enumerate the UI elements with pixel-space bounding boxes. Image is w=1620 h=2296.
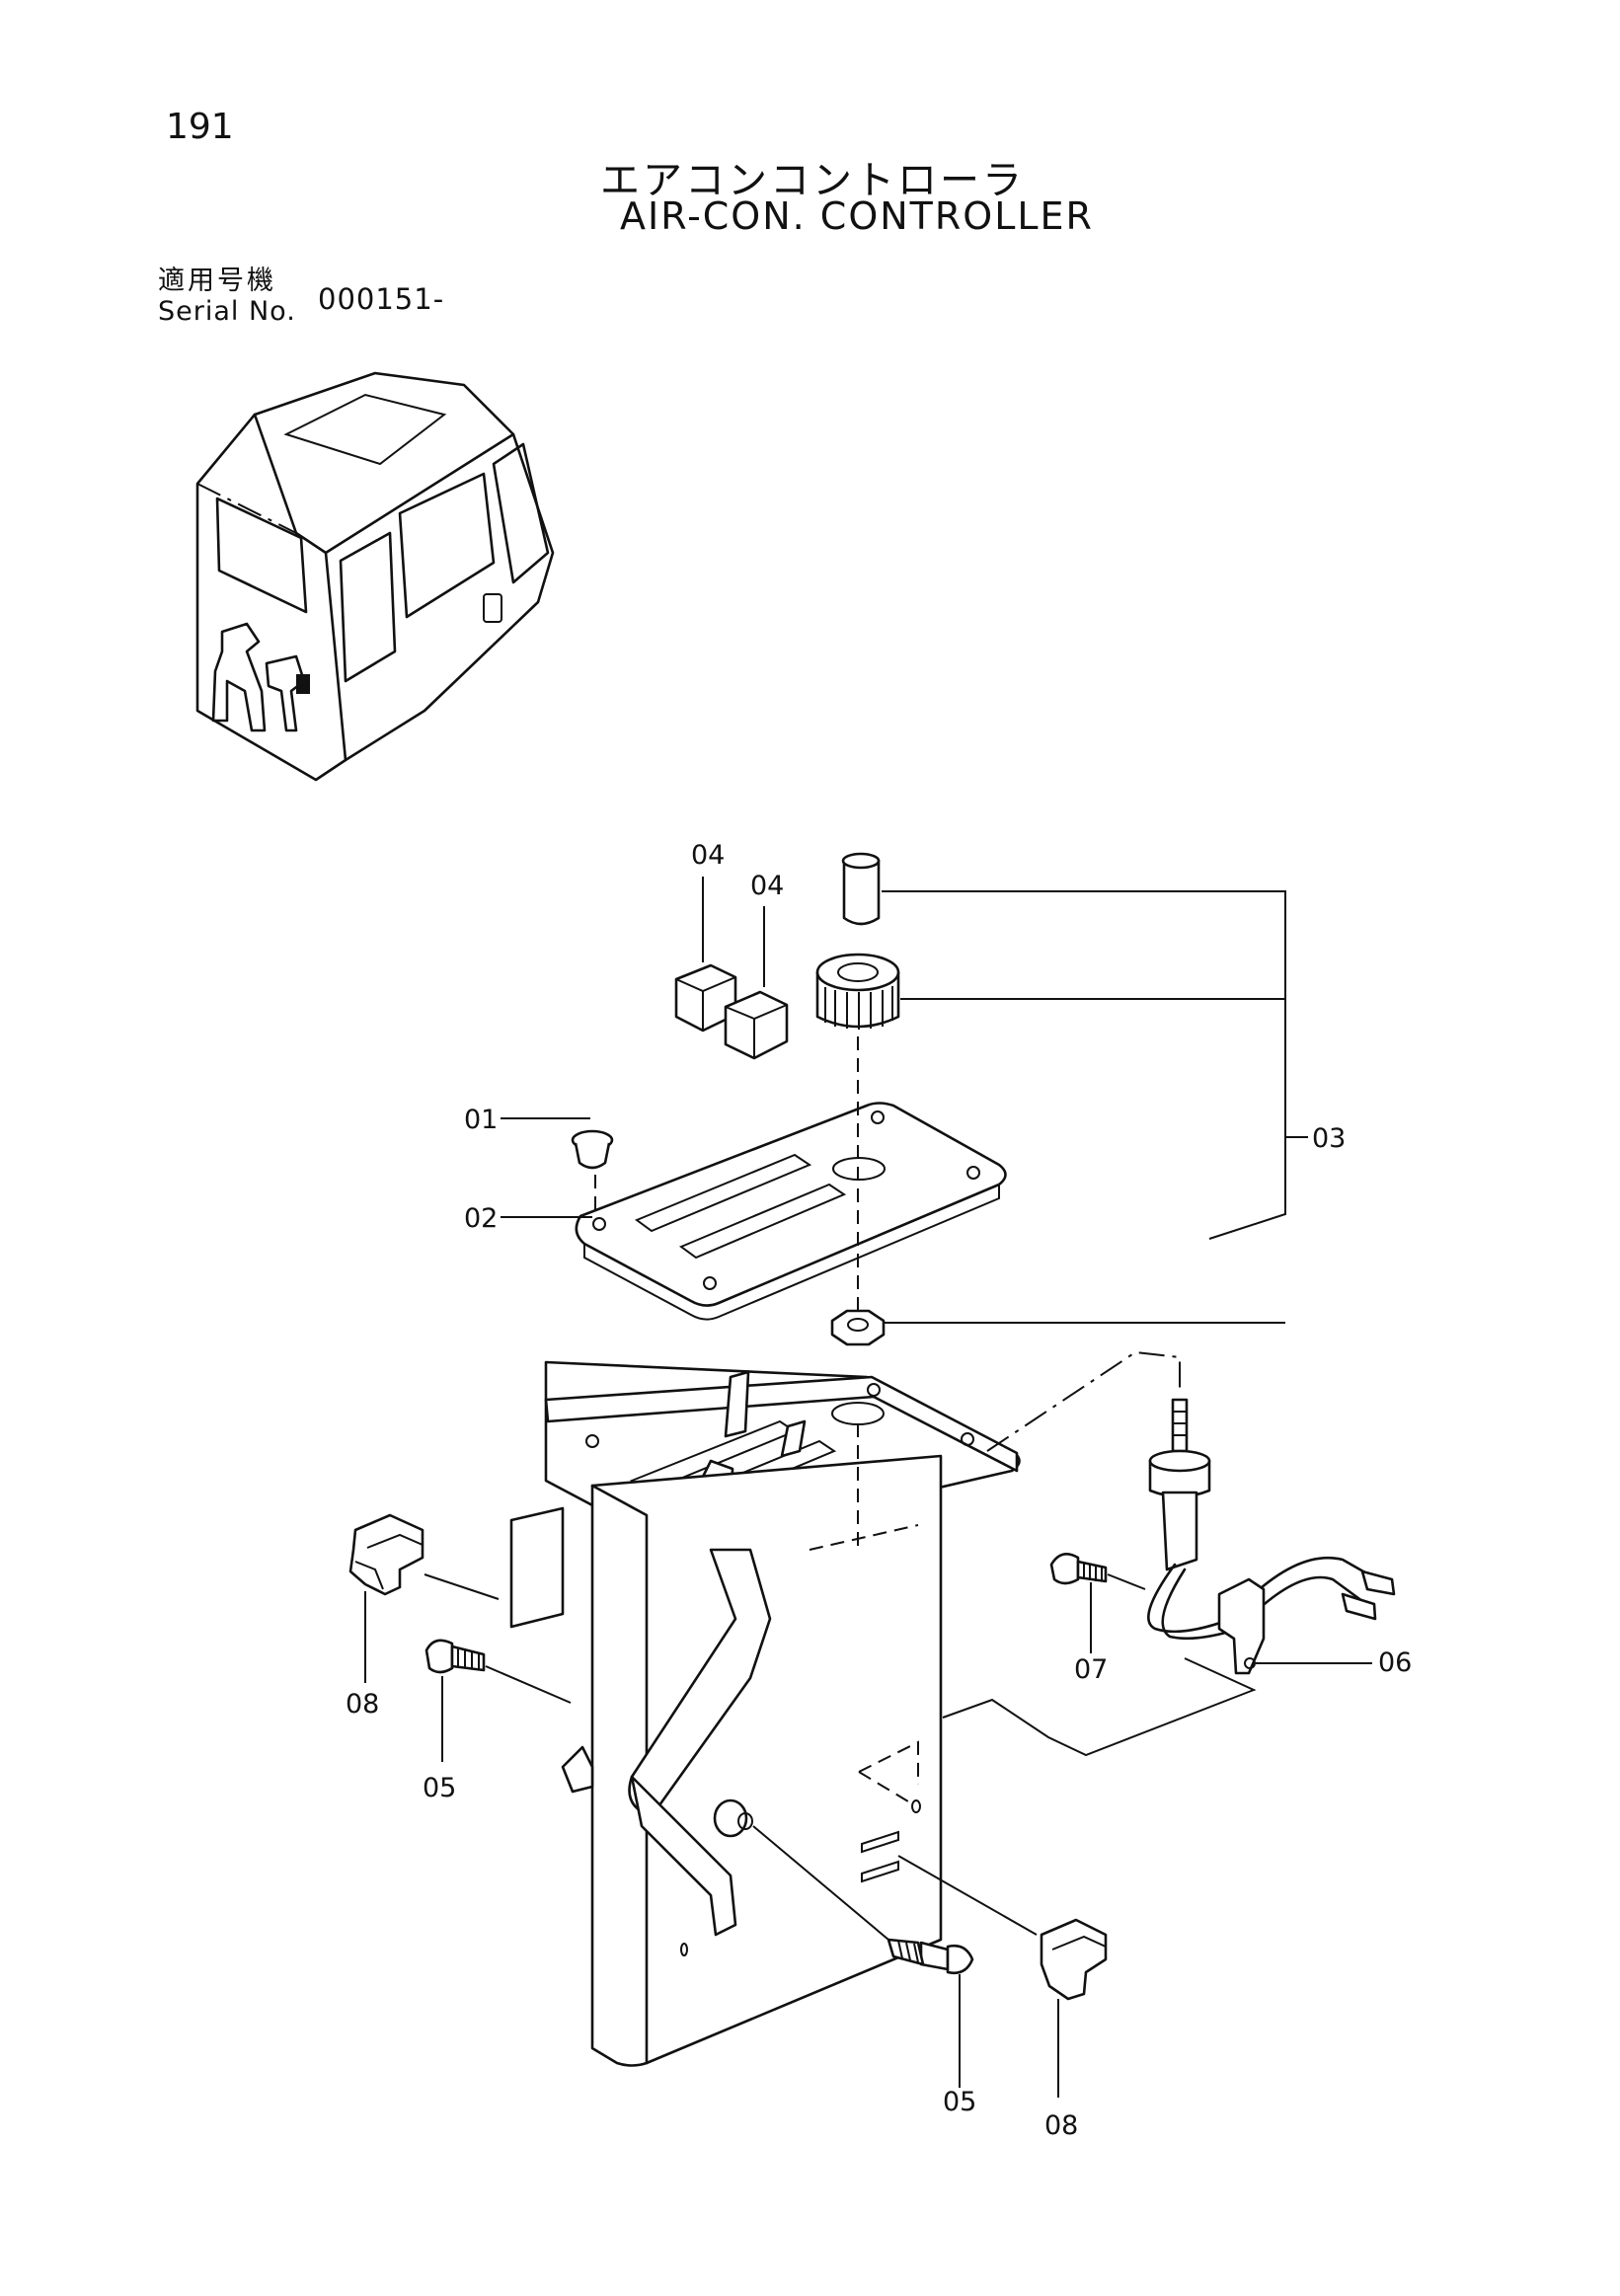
callout-02: 02 [464, 1203, 498, 1234]
controller-highlight [296, 674, 310, 694]
part-04-knobs [674, 877, 789, 1060]
serial-label-english: Serial No. [158, 296, 296, 327]
switch-and-harness [1147, 1398, 1396, 1675]
callout-07: 07 [1074, 1654, 1108, 1685]
part-05-screws [424, 1639, 974, 2088]
title-japanese: エアコンコントローラ [600, 158, 1025, 203]
callout-labels: 01 02 03 04 04 05 05 06 07 08 08 [346, 840, 1412, 2141]
serial-label-japanese: 適用号機 [158, 266, 276, 296]
part-01-cover-plate [501, 1036, 1007, 1321]
callout-08-a: 08 [346, 1689, 379, 1720]
callout-05-b: 05 [943, 2087, 976, 2117]
cab-illustration [195, 371, 555, 782]
callout-04-a: 04 [691, 840, 725, 871]
serial-number-value: 000151- [318, 282, 445, 316]
page-number: 191 [166, 107, 234, 147]
callout-03: 03 [1312, 1123, 1346, 1154]
callout-08-b: 08 [1044, 2110, 1078, 2141]
title-english: AIR-CON. CONTROLLER [620, 194, 1094, 238]
callout-01: 01 [464, 1105, 498, 1135]
part-08-clips [348, 1513, 1108, 2098]
callout-05-a: 05 [423, 1773, 456, 1803]
callout-06: 06 [1378, 1647, 1412, 1678]
part-07-screw [1049, 1553, 1146, 1653]
callout-04-b: 04 [750, 871, 784, 901]
controller-bracket [509, 1350, 1257, 2067]
part-02-grommet [501, 1117, 614, 1214]
part-03-assembly [815, 852, 1308, 1346]
